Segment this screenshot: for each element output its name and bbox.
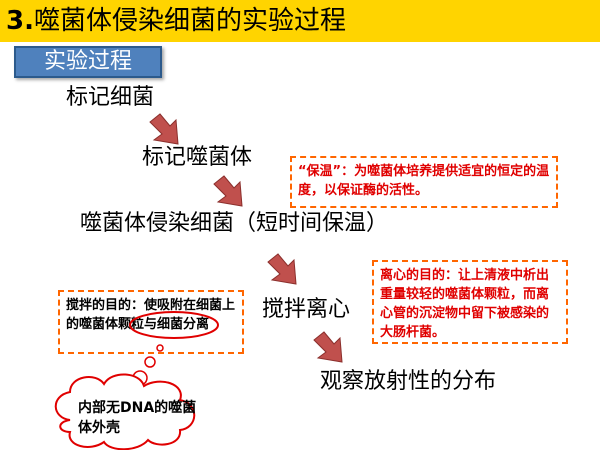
arrow-down-right-icon — [149, 113, 179, 145]
page-title: 3.噬菌体侵染细菌的实验过程 — [6, 4, 346, 38]
note-stirring: 搅拌的目的：使吸附在细菌上的噬菌体颗粒与细菌分离 — [58, 290, 244, 354]
step-stir-centrifuge: 搅拌离心 — [262, 297, 351, 322]
arrow-down-right-icon — [213, 175, 243, 207]
note-keep-warm: “保温”：为噬菌体培养提供适宜的恒定的温度，以保证酶的活性。 — [290, 156, 558, 208]
note-stirring-highlight: 噬菌体颗粒 — [79, 317, 145, 332]
title-bar: 3.噬菌体侵染细菌的实验过程 — [0, 0, 600, 42]
section-label: 实验过程 — [14, 46, 162, 78]
step-label-phage: 标记噬菌体 — [142, 145, 253, 170]
cloud-shape — [54, 373, 196, 450]
note-stirring-prefix: 搅拌的目的：使吸附在细菌上的 — [66, 298, 236, 332]
note-centrifuge: 离心的目的：让上清液中析出重量较轻的噬菌体颗粒，而离心管的沉淀物中留下被感染的大… — [372, 260, 568, 344]
step-observe: 观察放射性的分布 — [320, 369, 497, 394]
thought-dot — [156, 344, 164, 352]
cloud-text: 内部无DNA的噬菌体外壳 — [78, 400, 197, 436]
thought-dot — [144, 356, 156, 368]
note-stirring-suffix: 与细菌分离 — [144, 317, 210, 332]
arrow-down-right-icon — [313, 331, 343, 363]
step-infect: 噬菌体侵染细菌（短时间保温） — [80, 211, 389, 236]
step-label-cells: 标记细菌 — [66, 85, 155, 110]
title-number: 3. — [6, 6, 34, 36]
highlight-ellipse — [129, 311, 219, 339]
title-text: 噬菌体侵染细菌的实验过程 — [33, 6, 346, 36]
arrow-down-right-icon — [267, 253, 297, 285]
